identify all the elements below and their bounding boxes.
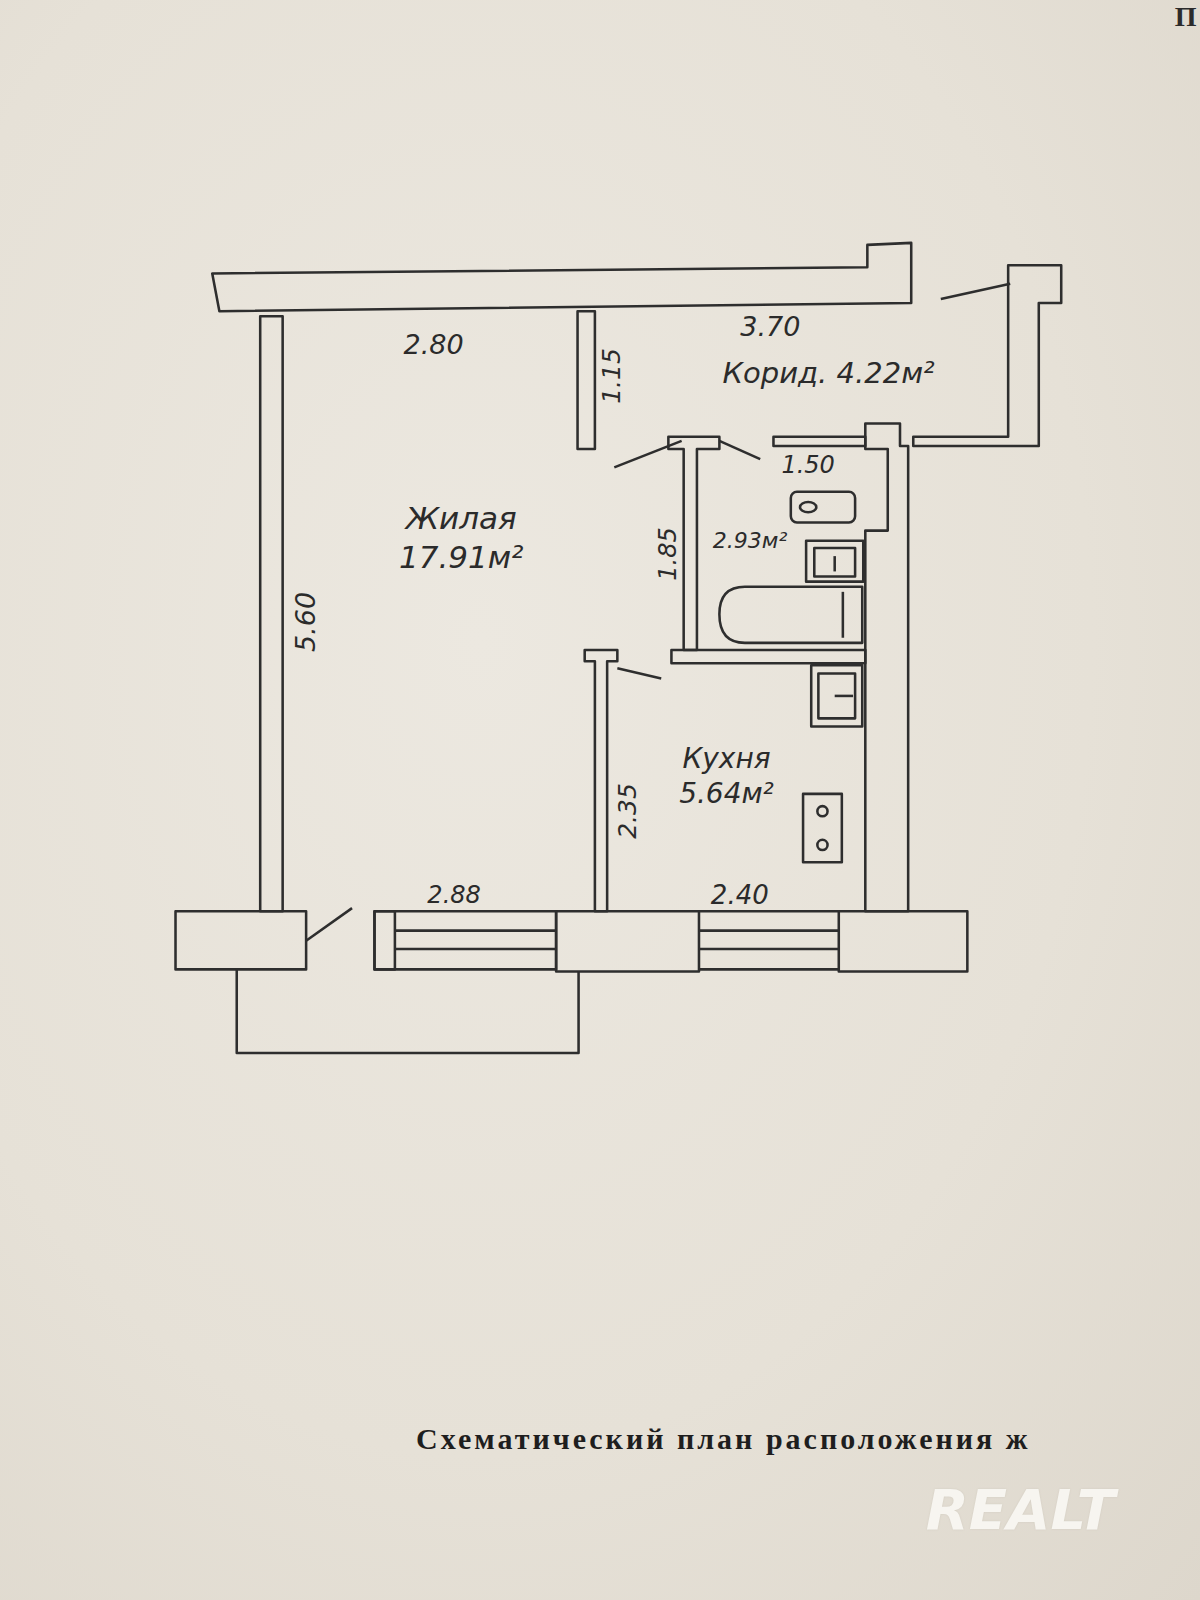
wall bbox=[578, 311, 595, 449]
wall bbox=[585, 650, 618, 911]
caption: Схематический план расположения ж bbox=[416, 1420, 1031, 1458]
stove-symbol bbox=[803, 794, 842, 862]
sink-symbol bbox=[811, 665, 862, 726]
window bbox=[374, 911, 394, 969]
balcony bbox=[237, 969, 579, 1053]
room-label: Жилая 17.91м² bbox=[374, 499, 547, 577]
dimension: 5.60 bbox=[289, 592, 323, 652]
dimension: 2.80 bbox=[404, 328, 464, 362]
dimension: 2.35 bbox=[612, 783, 643, 839]
bathtub-symbol bbox=[719, 587, 862, 643]
dimension: 1.85 bbox=[653, 527, 683, 580]
sink-symbol bbox=[806, 541, 863, 582]
dimension: 1.15 bbox=[597, 348, 628, 404]
toilet-symbol bbox=[791, 492, 855, 523]
room-area: 2.93м² bbox=[713, 527, 787, 555]
wall bbox=[260, 316, 282, 911]
dimension: 2.88 bbox=[427, 880, 480, 910]
room-label: Корид. 4.22м² bbox=[722, 355, 934, 391]
wall bbox=[212, 243, 911, 311]
watermark: REALT bbox=[926, 1475, 1115, 1545]
wall bbox=[671, 650, 865, 663]
page-fragment: П bbox=[1175, 0, 1197, 34]
dimension: 1.50 bbox=[781, 450, 834, 480]
wall bbox=[865, 423, 908, 911]
window bbox=[374, 911, 556, 969]
wall bbox=[839, 911, 968, 971]
wall bbox=[176, 911, 307, 969]
dimension: 2.40 bbox=[711, 879, 769, 912]
dimension: 3.70 bbox=[740, 310, 800, 344]
wall bbox=[913, 265, 1061, 446]
wall bbox=[556, 911, 699, 971]
door bbox=[773, 437, 865, 446]
room-label: Кухня 5.64м² bbox=[655, 741, 798, 811]
